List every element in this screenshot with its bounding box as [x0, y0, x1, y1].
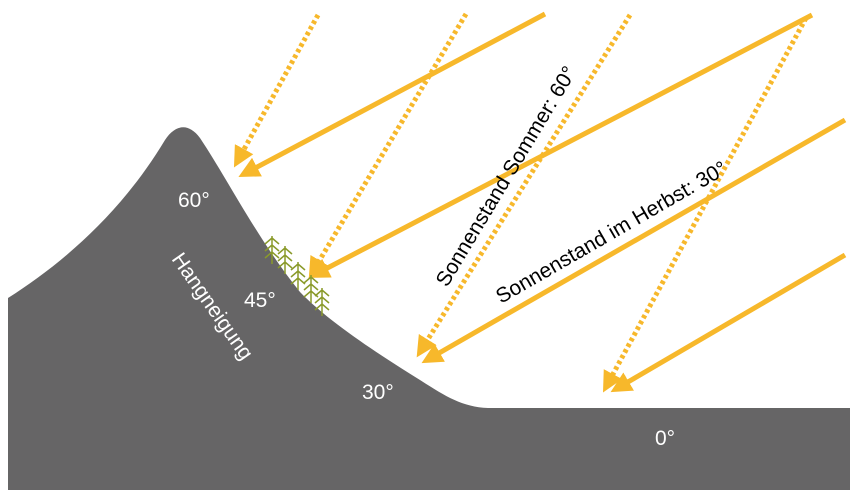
autumn-ray-1 [238, 11, 547, 177]
tree-2 [277, 246, 293, 274]
label-30-degree: 30° [362, 381, 394, 404]
autumn-ray-2 [308, 12, 814, 278]
conifer-tree-icon [264, 236, 330, 316]
tree-5 [314, 288, 330, 316]
tree-3 [290, 262, 306, 290]
label-sun-autumn: Sonnenstand im Herbst: 30° [492, 157, 731, 308]
summer-ray-3 [416, 13, 633, 358]
summer-ray-1 [233, 13, 321, 168]
summer-ray-2 [308, 12, 469, 279]
label-60-degree: 60° [178, 189, 210, 212]
autumn-ray-3 [421, 117, 847, 364]
tree-1 [264, 236, 280, 264]
terrain-mountain [8, 127, 850, 490]
autumn-ray-4 [610, 252, 847, 393]
tree-4 [303, 275, 319, 303]
autumn-rays [238, 11, 847, 393]
label-0-degree: 0° [655, 427, 675, 450]
label-45-degree: 45° [244, 289, 276, 312]
